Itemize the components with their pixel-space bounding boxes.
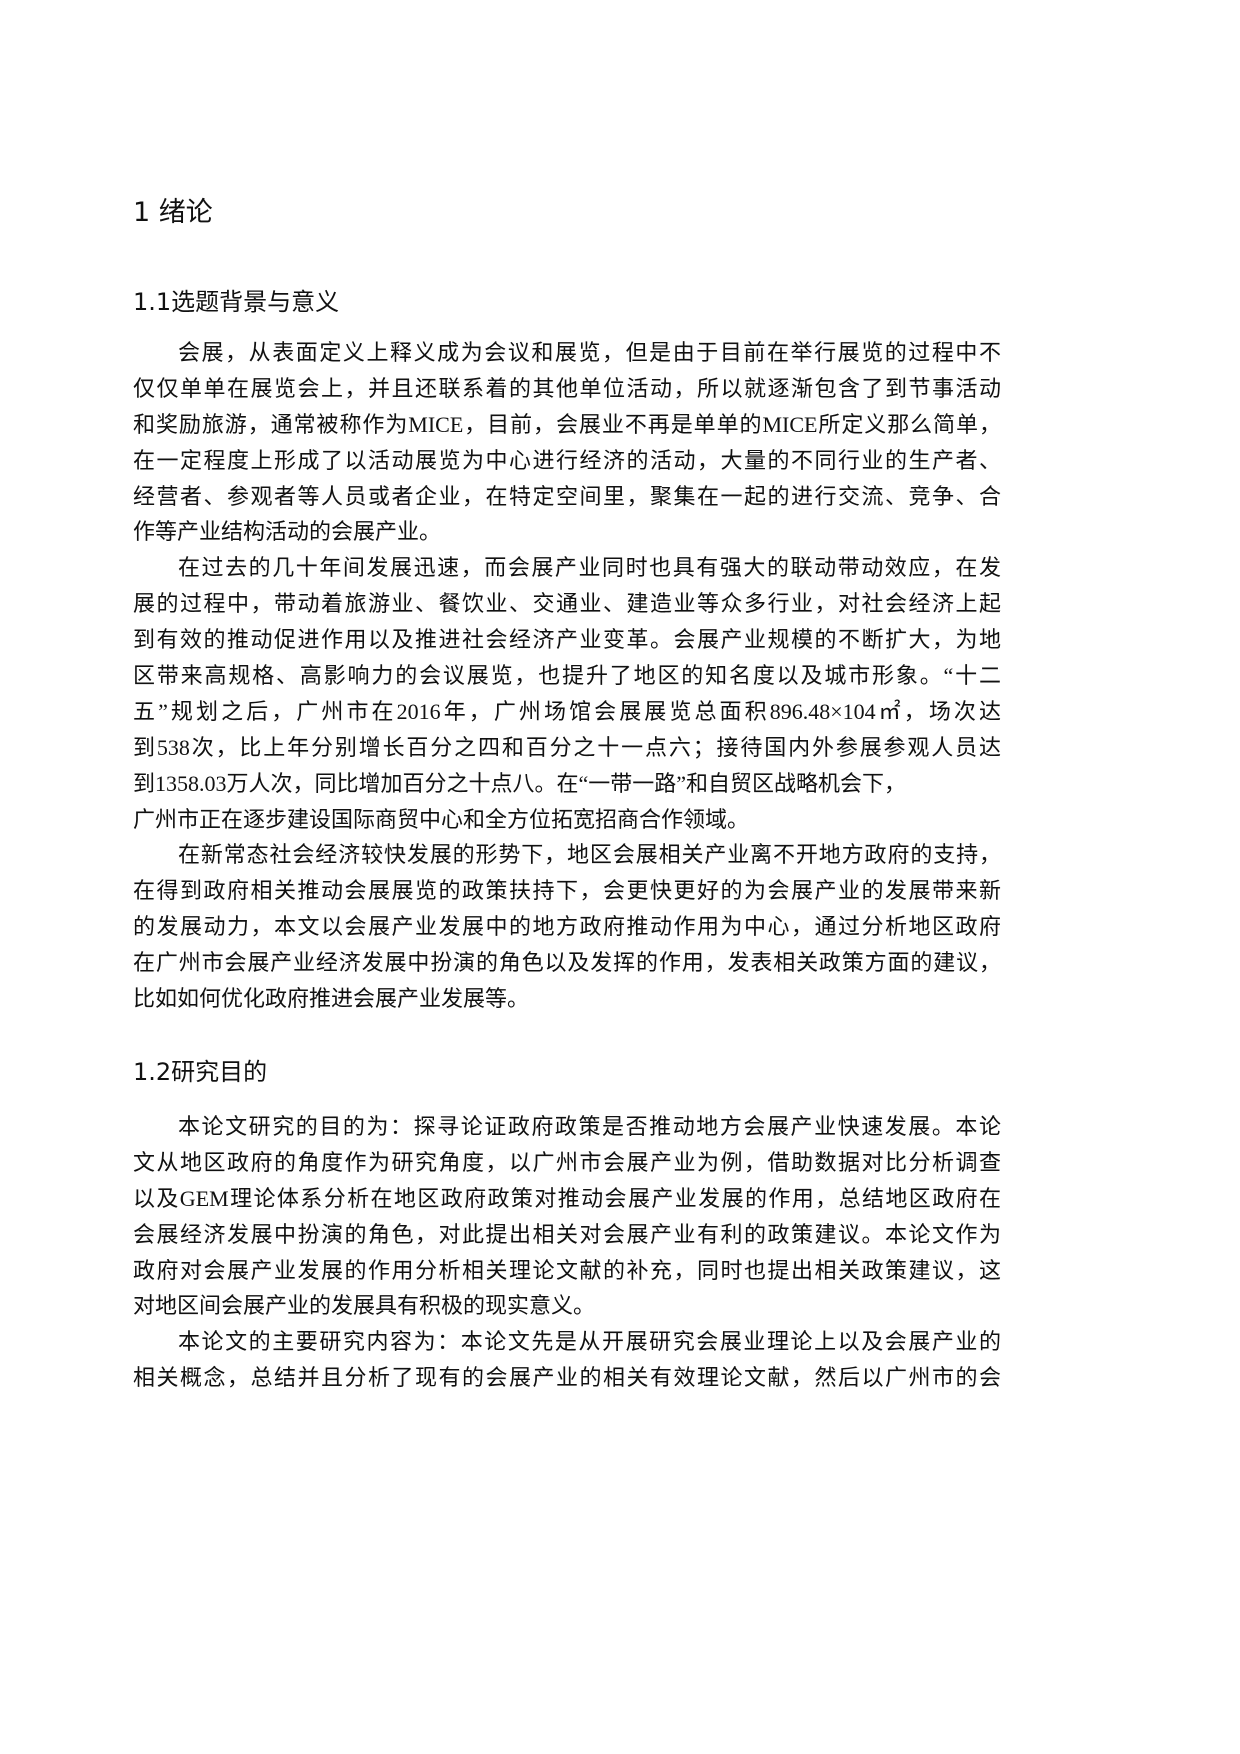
paragraph: 在过去的几十年间发展迅速，而会展产业同时也具有强大的联动带动效应，在发展的过程中… xyxy=(133,550,1001,837)
paragraph: 在新常态社会经济较快发展的形势下，地区会展相关产业离不开地方政府的支持， 在得到政… xyxy=(133,837,1001,1016)
chapter-heading: 1 绪论 xyxy=(133,197,213,228)
text-line: 本论文的主要研究内容为：本论文先是从开展研究会展业理论上以及会展产业的 xyxy=(178,1329,1001,1355)
text-line: 以及GEM理论体系分析在地区政府政策对推动会展产业发展的作用，总结地区政府在 xyxy=(133,1185,1001,1211)
text-line: 本论文研究的目的为：探寻论证政府政策是否推动地方会展产业快速发展。本论 xyxy=(178,1114,1001,1139)
text-line: 政府对会展产业发展的作用分析相关理论文献的补充，同时也提出相关政策建议，这 xyxy=(133,1257,1001,1283)
text-line: 和奖励旅游，通常被称作为MICE，目前，会展业不再是单单的MICE所定义那么简单… xyxy=(133,411,1001,437)
text-line: 作等产业结构活动的会展产业。 xyxy=(133,519,442,545)
section-1-2-body: 本论文研究的目的为：探寻论证政府政策是否推动地方会展产业快速发展。本论文从地区政… xyxy=(133,1109,1001,1396)
text-line: 在得到政府相关推动会展展览的政策扶持下，会更快更好的为会展产业的发展带来新 xyxy=(133,878,1001,904)
text-line: 相关概念，总结并且分析了现有的会展产业的相关有效理论文献，然后以广州市的会 xyxy=(133,1365,1001,1391)
paragraph: 本论文研究的目的为：探寻论证政府政策是否推动地方会展产业快速发展。本论文从地区政… xyxy=(133,1109,1001,1324)
text-line: 在一定程度上形成了以活动展览为中心进行经济的活动，大量的不同行业的生产者、 xyxy=(133,447,1001,473)
text-line: 对地区间会展产业的发展具有积极的现实意义。 xyxy=(133,1293,596,1319)
text-line: 在广州市会展产业经济发展中扮演的角色以及发挥的作用，发表相关政策方面的建议， xyxy=(133,950,1001,976)
text-line: 五”规划之后，广州市在2016年，广州场馆会展展览总面积896.48×104㎡，… xyxy=(133,698,1001,724)
text-line: 区带来高规格、高影响力的会议展览，也提升了地区的知名度以及城市形象。“十二 xyxy=(133,663,1001,689)
text-line: 到538次，比上年分别增长百分之四和百分之十一点六；接待国内外参展参观人员达 xyxy=(133,734,1001,760)
text-line: 经营者、参观者等人员或者企业，在特定空间里，聚集在一起的进行交流、竞争、合 xyxy=(133,483,1001,509)
section-heading-1-1: 1.1选题背景与意义 xyxy=(133,288,340,316)
section-heading-1-2: 1.2研究目的 xyxy=(133,1058,268,1086)
text-line: 展的过程中，带动着旅游业、餐饮业、交通业、建造业等众多行业，对社会经济上起 xyxy=(133,591,1001,617)
text-line: 到有效的推动促进作用以及推进社会经济产业变革。会展产业规模的不断扩大，为地 xyxy=(133,627,1001,653)
text-line: 会展，从表面定义上释义成为会议和展览，但是由于目前在举行展览的过程中不 xyxy=(178,340,1001,365)
text-line: 的发展动力，本文以会展产业发展中的地方政府推动作用为中心，通过分析地区政府 xyxy=(133,914,1001,940)
paragraph: 会展，从表面定义上释义成为会议和展览，但是由于目前在举行展览的过程中不仅仅单单在… xyxy=(133,335,1001,550)
section-1-1-body: 会展，从表面定义上释义成为会议和展览，但是由于目前在举行展览的过程中不仅仅单单在… xyxy=(133,335,1001,1017)
paragraph: 本论文的主要研究内容为：本论文先是从开展研究会展业理论上以及会展产业的相关概念，… xyxy=(133,1324,1001,1396)
text-line: 在过去的几十年间发展迅速，而会展产业同时也具有强大的联动带动效应，在发 xyxy=(178,555,1001,581)
text-line: 仅仅单单在展览会上，并且还联系着的其他单位活动，所以就逐渐包含了到节事活动 xyxy=(133,375,1001,401)
text-line: 会展经济发展中扮演的角色，对此提出相关对会展产业有利的政策建议。本论文作为 xyxy=(133,1221,1001,1247)
text-line: 文从地区政府的角度作为研究角度，以广州市会展产业为例，借助数据对比分析调查 xyxy=(133,1149,1001,1175)
text-line: 比如如何优化政府推进会展产业发展等。 xyxy=(133,986,530,1012)
text-line: 广州市正在逐步建设国际商贸中心和全方位拓宽招商合作领域。 xyxy=(133,806,750,832)
text-line: 在新常态社会经济较快发展的形势下，地区会展相关产业离不开地方政府的支持， xyxy=(178,842,1001,868)
text-line: 到1358.03万人次，同比增加百分之十点八。在“一带一路”和自贸区战略机会下， xyxy=(133,770,907,796)
